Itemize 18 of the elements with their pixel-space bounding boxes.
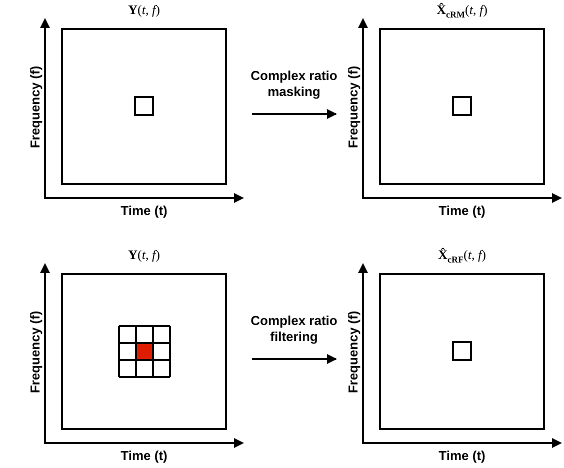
spectrogram-panel [346,247,562,462]
axis-label: Frequency (f) [28,310,42,394]
axis-label: Time (t) [120,448,168,463]
arrow [252,354,337,364]
spectrogram-panel [28,247,244,462]
axis-label: Time (t) [438,448,486,463]
panel-title: X̂$_{cRM}$(t, f) [436,2,488,22]
axis-label: Frequency (f) [346,66,360,148]
panel-title: Y(t, f) [127,247,161,263]
axis-label: Frequency (f) [346,310,360,394]
axis-label: Time (t) [120,203,168,218]
axis-label: Time (t) [438,203,486,218]
spectrogram-panel [346,2,562,217]
axis-label: Frequency (f) [28,66,42,148]
arrow [252,109,337,119]
panel-title: X̂$_{cRF}$(t, f) [437,247,487,267]
spectrogram-panel [28,2,244,217]
panel-title: Y(t, f) [127,2,161,18]
